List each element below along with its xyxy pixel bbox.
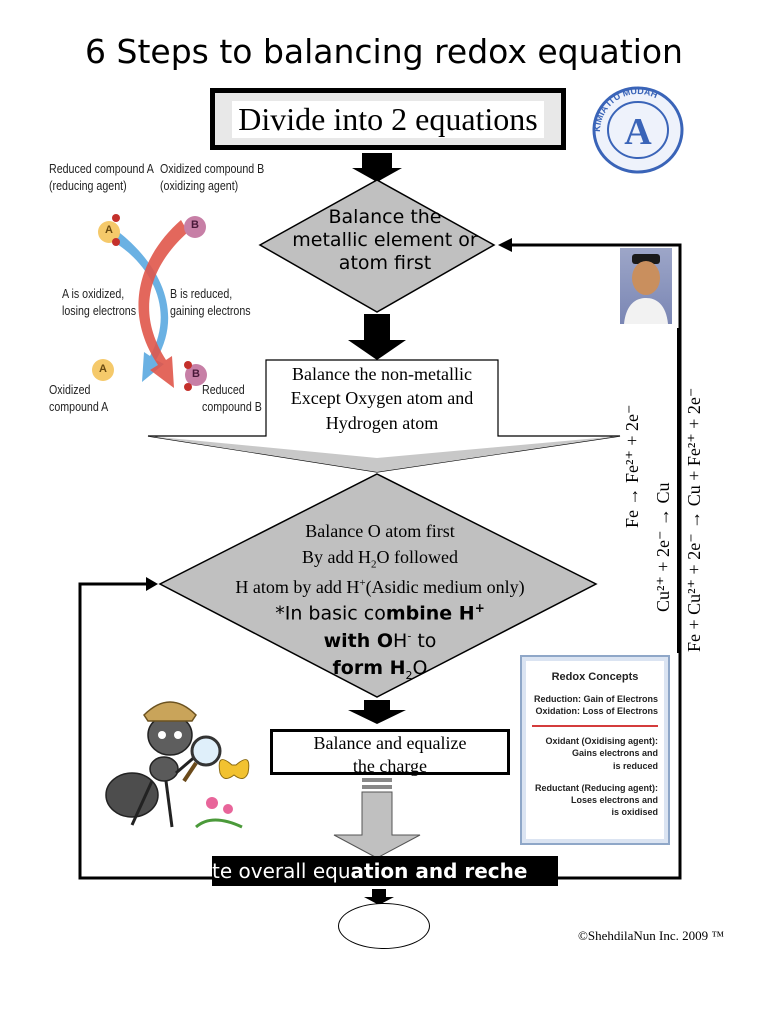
step5-line: the charge xyxy=(352,756,428,777)
red-curved-arrow xyxy=(138,220,188,388)
atom-a-bottom xyxy=(92,359,114,381)
card-line: is oxidised xyxy=(611,806,658,817)
equation-2: Cu²⁺ + 2e⁻ → Cu xyxy=(653,482,673,612)
card-line: Gains electrons and xyxy=(571,748,658,759)
step4-line3: H atom by add H+(Asidic medium only) xyxy=(235,576,525,597)
portrait-icon xyxy=(624,254,668,324)
step3-text: Balance the non-metallic Except Oxygen a… xyxy=(266,362,498,435)
card-line: Reduction: Gain of Electrons xyxy=(533,694,658,704)
card-title: Redox Concepts xyxy=(551,671,639,683)
equation-1: Fe → Fe²⁺ + 2e⁻ xyxy=(622,404,642,528)
step5-line: Balance and equalize xyxy=(313,733,467,753)
equation-3: Fe + Cu²⁺ + 2e⁻ → Cu + Fe²⁺ + 2e⁻ xyxy=(684,387,704,652)
equation-divider xyxy=(677,328,679,653)
step2-text: Balance the metallic element or atom fir… xyxy=(268,206,502,274)
step5-box: Balance and equalize the charge xyxy=(270,729,510,777)
atom-b-top-letter: B xyxy=(191,219,199,231)
step4-line1: Balance O atom first xyxy=(305,521,455,541)
page-title: 6 Steps to balancing redox equation xyxy=(85,32,683,71)
label-reduced-a: Reduced compound A(reducing agent) xyxy=(49,161,154,193)
step3-line: Balance the non-metallic xyxy=(292,364,472,384)
diamond-step4 xyxy=(158,473,598,698)
step2-line: metallic element or xyxy=(292,228,478,251)
diamond-step2 xyxy=(258,179,496,313)
step3-line: Except Oxygen atom and xyxy=(290,388,474,409)
redox-concepts-card: Redox Concepts Reduction: Gain of Electr… xyxy=(520,655,670,845)
arrow-down-3 xyxy=(348,700,406,724)
card-line: Loses electrons and xyxy=(570,794,658,805)
butterfly-icon xyxy=(218,759,250,779)
step1-box: Divide into 2 equations xyxy=(210,88,566,150)
stamp-letter: A xyxy=(624,111,652,153)
arrow-down-1 xyxy=(352,153,402,182)
atom-b-bottom xyxy=(185,364,207,386)
kimia-stamp: KIMIA ITU MUDAH A xyxy=(592,86,684,174)
step4-text: Balance O atom first By add H2O followed… xyxy=(178,518,582,684)
card-line: Oxidant (Oxidising agent): xyxy=(545,736,658,747)
step2-line: Balance the xyxy=(328,206,442,228)
arrow-down-2 xyxy=(348,314,406,360)
card-line: Reductant (Reducing agent): xyxy=(535,782,658,793)
step3-line: Hydrogen atom xyxy=(325,412,439,433)
step4-line2: By add H2O followed xyxy=(302,547,458,571)
atom-a-top-letter: A xyxy=(105,224,113,236)
step6-bar: te overall equation and reche xyxy=(212,856,558,886)
redox-illustration xyxy=(92,214,207,391)
right-loop-line xyxy=(510,243,682,880)
atom-a-bottom-letter: A xyxy=(99,363,107,375)
blue-curved-arrow xyxy=(114,230,169,382)
magnifier-icon xyxy=(190,735,222,767)
card-divider xyxy=(532,725,658,728)
arrow-down-4 xyxy=(333,791,421,859)
label-a-oxidized: A is oxidized,losing electrons xyxy=(62,286,137,318)
atom-a-top xyxy=(98,221,120,243)
step4-line4: *In basic combine H+ xyxy=(275,600,485,625)
label-oxidized-b: Oxidized compound B(oxidizing agent) xyxy=(160,161,265,193)
step4-line5: with OH- to xyxy=(323,629,437,652)
step2-line: atom first xyxy=(338,251,432,274)
flower-icon xyxy=(206,797,218,809)
copyright-text: ©ShehdilaNun Inc. 2009 ™ xyxy=(578,928,725,943)
atom-b-bottom-letter: B xyxy=(192,368,200,380)
label-b-reduced: B is reduced,gaining electrons xyxy=(170,286,251,318)
step4-line6: form H2O xyxy=(332,657,428,682)
end-ellipse xyxy=(338,903,430,949)
left-loop-line xyxy=(78,582,212,880)
author-photo xyxy=(620,248,672,324)
ant-detective-illustration xyxy=(105,701,250,829)
step1-label: Divide into 2 equations xyxy=(232,100,544,138)
atom-b-top xyxy=(184,216,206,238)
card-line: is reduced xyxy=(612,760,658,771)
card-line: Oxidation: Loss of Electrons xyxy=(535,706,658,717)
